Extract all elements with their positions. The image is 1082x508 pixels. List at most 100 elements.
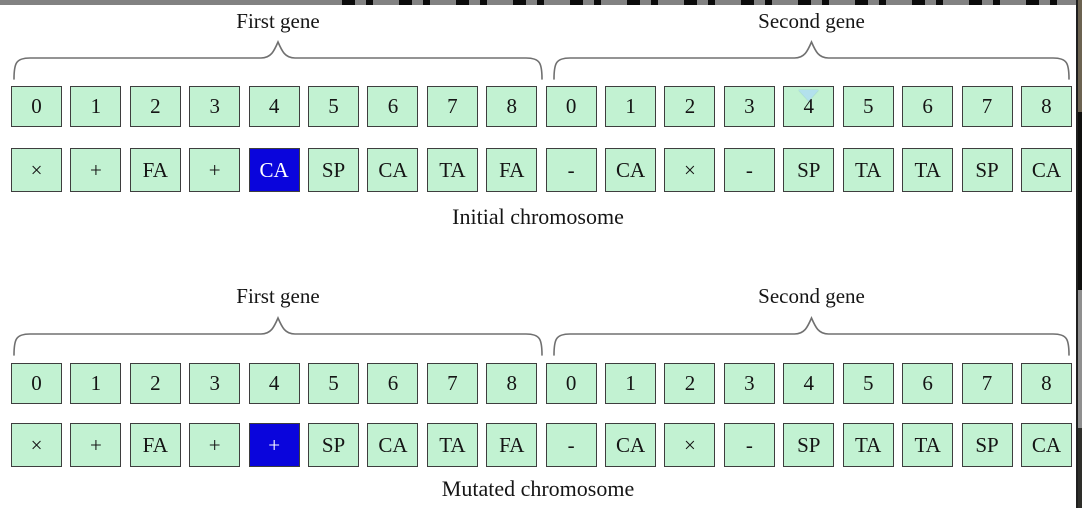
cell-text: TA bbox=[914, 432, 941, 457]
gene-index-cell: 2 bbox=[129, 86, 181, 127]
gene-value-cell: CA bbox=[248, 148, 300, 192]
cell-text: 3 bbox=[744, 371, 755, 395]
page-edge-artifact bbox=[1078, 0, 1082, 508]
cell-text: FA bbox=[499, 432, 525, 457]
gene-index-cell: 1 bbox=[70, 363, 122, 404]
gene-value-cell: - bbox=[545, 148, 597, 192]
cell-text: 5 bbox=[328, 371, 339, 395]
cell-text: - bbox=[567, 432, 575, 457]
gene-value-cell: CA bbox=[367, 148, 419, 192]
gene-index-cell: 4 bbox=[248, 86, 300, 127]
gene-value-cell: CA bbox=[367, 423, 419, 467]
gene-index-cell: 4 bbox=[248, 363, 300, 404]
gene-index-cell: 3 bbox=[189, 86, 241, 127]
cell-text: CA bbox=[378, 432, 408, 457]
gene-index-cell: 2 bbox=[664, 363, 716, 404]
gene-index-cell: 7 bbox=[426, 363, 478, 404]
cell-text: 1 bbox=[90, 94, 102, 118]
cell-text: 7 bbox=[447, 371, 458, 395]
gene-value-cell: × bbox=[11, 148, 62, 192]
cell-text: × bbox=[684, 157, 696, 182]
gene-value-cell: + bbox=[70, 423, 122, 467]
cell-text: 0 bbox=[565, 94, 577, 118]
gene-index-cell: 0 bbox=[545, 86, 597, 127]
cell-text: 7 bbox=[981, 371, 993, 395]
gene-brace bbox=[553, 39, 1070, 85]
cell-text: TA bbox=[855, 157, 882, 182]
cell-text: SP bbox=[321, 432, 346, 457]
cell-text: + bbox=[208, 157, 221, 182]
gene-index-cell: 5 bbox=[308, 86, 360, 127]
gene-index-cell: 0 bbox=[11, 363, 62, 404]
cell-text: FA bbox=[499, 157, 525, 182]
gene-index-cell: 3 bbox=[189, 363, 241, 404]
cell-text: 7 bbox=[981, 94, 993, 118]
gene-index-cell: 4 bbox=[783, 363, 835, 404]
cell-text: 6 bbox=[387, 94, 399, 118]
cell-text: 6 bbox=[922, 371, 933, 395]
cell-text: 7 bbox=[447, 94, 458, 118]
gene-index-cell: 8 bbox=[486, 86, 538, 127]
gene-value-cell: + bbox=[189, 423, 241, 467]
cell-text: + bbox=[89, 157, 102, 182]
gene-index-cell: 7 bbox=[961, 86, 1013, 127]
gene-value-cell: TA bbox=[842, 423, 894, 467]
gene-value-cell: × bbox=[664, 423, 716, 467]
cell-text: TA bbox=[914, 157, 941, 182]
gene-value-cell: + bbox=[248, 423, 300, 467]
page-edge-line bbox=[1076, 0, 1078, 508]
gene-value-cell: CA bbox=[605, 148, 657, 192]
cell-text: 2 bbox=[150, 94, 161, 118]
cell-text: + bbox=[89, 432, 102, 457]
gene-value-cell: + bbox=[70, 148, 122, 192]
cell-text: SP bbox=[975, 157, 999, 182]
gene-brace bbox=[13, 315, 543, 361]
cell-text: 8 bbox=[506, 371, 518, 395]
gene-value-cell: SP bbox=[308, 423, 360, 467]
gene-index-cell: 3 bbox=[723, 363, 775, 404]
gene-index-cell: 3 bbox=[723, 86, 775, 127]
cell-text: 8 bbox=[506, 94, 518, 118]
gene-value-cell: SP bbox=[783, 423, 835, 467]
cell-text: 6 bbox=[922, 94, 933, 118]
cursor-artifact-icon bbox=[798, 90, 819, 101]
cell-text: CA bbox=[1031, 157, 1061, 182]
cell-text: - bbox=[567, 157, 575, 182]
gene-label-second: Second gene bbox=[758, 9, 865, 33]
gene-index-cell: 6 bbox=[902, 86, 954, 127]
gene-index-cell: 1 bbox=[605, 86, 657, 127]
cell-text: 3 bbox=[209, 371, 220, 395]
gene-label-first: First gene bbox=[236, 284, 320, 308]
cell-text: × bbox=[30, 432, 43, 457]
gene-value-cell: - bbox=[723, 423, 775, 467]
gene-index-cell: 4 bbox=[783, 86, 835, 127]
cell-text: 2 bbox=[684, 94, 696, 118]
gene-index-cell: 8 bbox=[486, 363, 538, 404]
gene-index-cell: 1 bbox=[605, 363, 657, 404]
gene-index-cell: 7 bbox=[426, 86, 478, 127]
cell-text: 4 bbox=[803, 94, 815, 118]
gene-value-cell: TA bbox=[842, 148, 894, 192]
gene-value-cell: SP bbox=[961, 148, 1013, 192]
cell-text: 1 bbox=[90, 371, 102, 395]
gene-value-cell: TA bbox=[902, 148, 954, 192]
cell-text: × bbox=[684, 432, 696, 457]
gene-value-cell: SP bbox=[783, 148, 835, 192]
gene-index-cell: 5 bbox=[842, 86, 894, 127]
gene-value-cell: FA bbox=[129, 423, 181, 467]
gene-value-cell: CA bbox=[1020, 423, 1072, 467]
gene-index-cell: 8 bbox=[1020, 363, 1072, 404]
gene-index-cell: 5 bbox=[842, 363, 894, 404]
gene-value-cell: - bbox=[545, 423, 597, 467]
cell-text: TA bbox=[439, 157, 466, 182]
cell-text: FA bbox=[142, 432, 168, 457]
cell-text: TA bbox=[855, 432, 882, 457]
gene-value-cell: FA bbox=[486, 148, 538, 192]
gene-value-cell: TA bbox=[902, 423, 954, 467]
gene-index-cell: 6 bbox=[902, 363, 954, 404]
gene-value-cell: CA bbox=[1020, 148, 1072, 192]
cell-text: CA bbox=[615, 432, 646, 457]
